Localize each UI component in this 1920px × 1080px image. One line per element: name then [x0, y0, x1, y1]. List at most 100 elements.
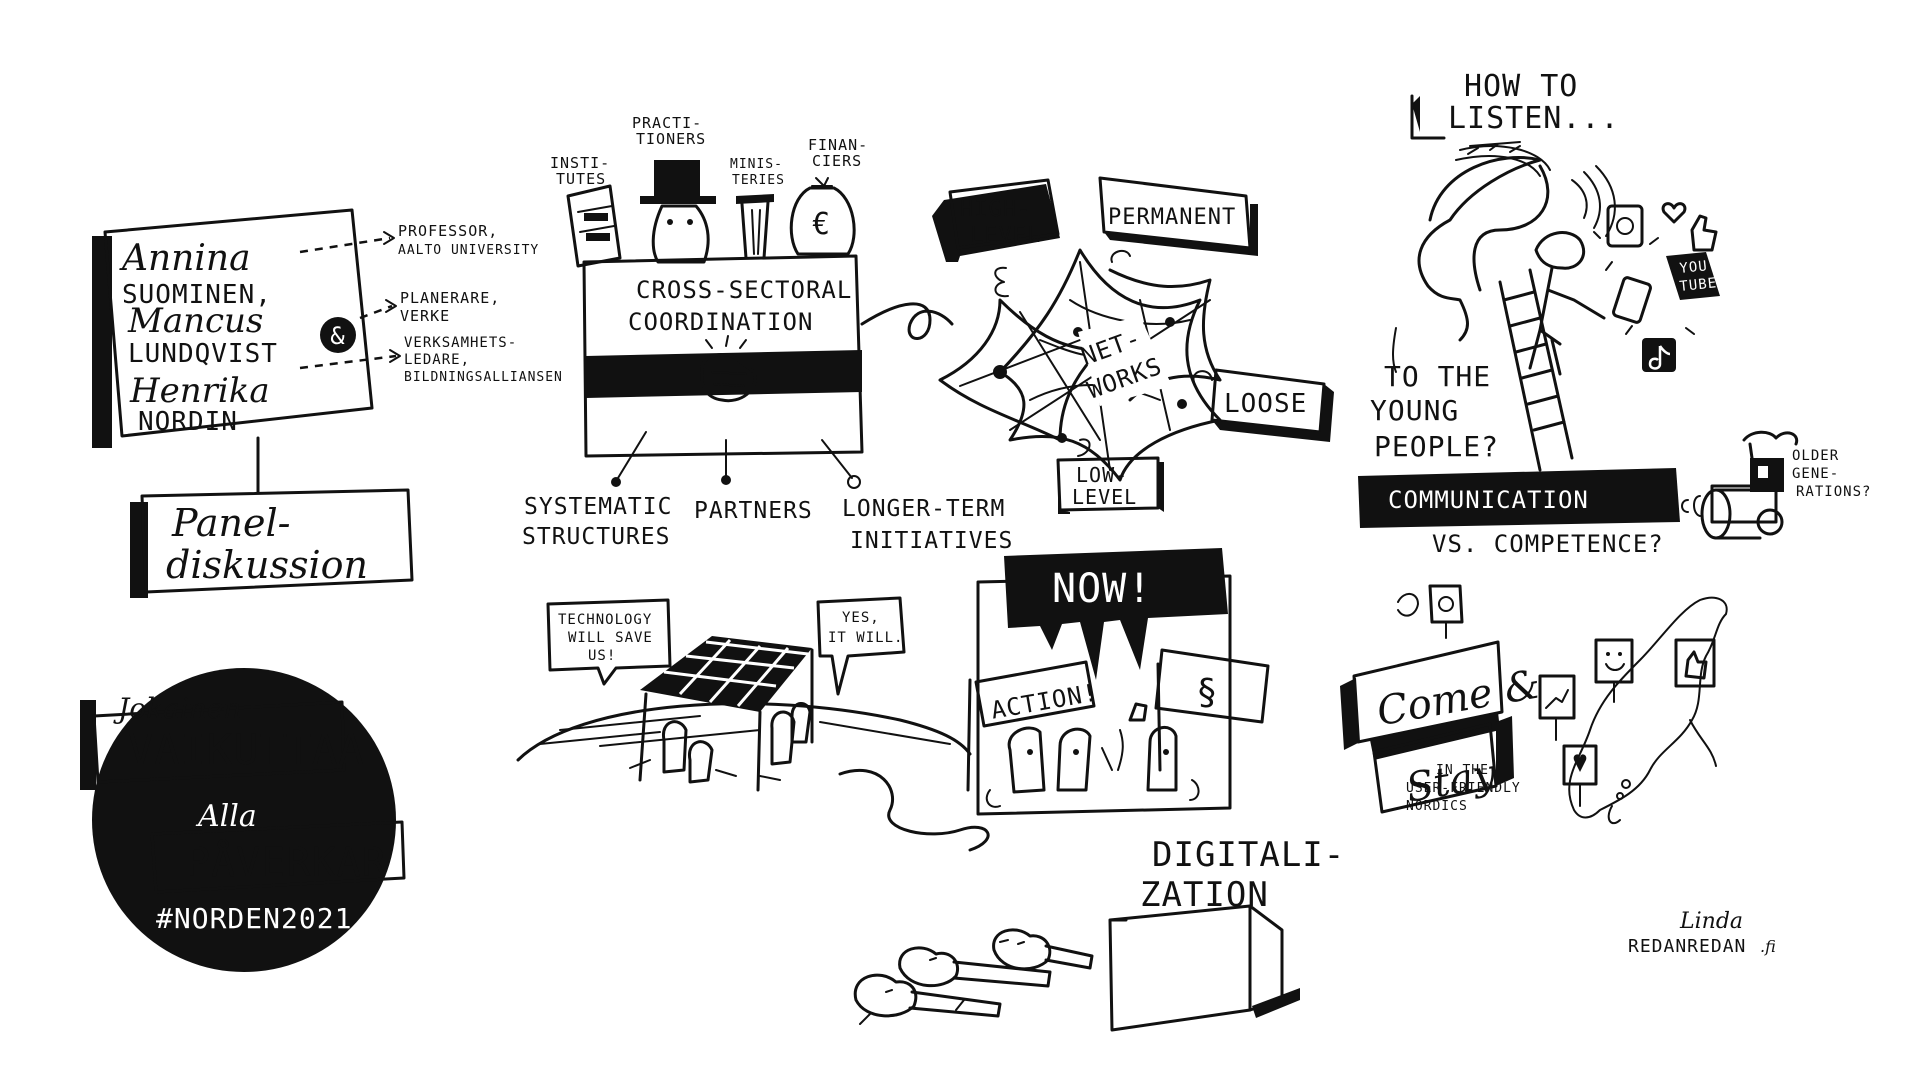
permanent-shadow — [1104, 204, 1258, 256]
speech-bubble-left — [546, 598, 672, 686]
youtube-logo — [1666, 252, 1720, 300]
speakers-section: Annina SUOMINEN, Mancus LUNDQVIST & Henr… — [92, 208, 562, 448]
outcome-longer-1: LONGER-TERM — [842, 496, 1005, 522]
protesters-icon — [985, 702, 1200, 808]
role-arrowhead-3 — [389, 349, 401, 363]
euro-symbol: € — [812, 207, 831, 242]
low-level-text-2: LEVEL — [1072, 485, 1137, 509]
role-2-line-1: PLANERARE, — [400, 289, 500, 307]
heart-icon — [1661, 202, 1687, 224]
older-line-2: GENE- — [1792, 466, 1839, 482]
bubble-right-line-2: IT WILL. — [828, 630, 903, 646]
panel-box — [140, 488, 414, 594]
role-arrow-3 — [299, 354, 397, 370]
action-banner — [974, 660, 1096, 728]
pointer-longer — [821, 439, 853, 479]
financiers-label-2: CIERS — [812, 152, 862, 170]
solar-panel-legs — [638, 648, 814, 792]
ladder-icon — [1498, 268, 1574, 472]
action-section: NOW! ACTION! § — [966, 548, 1270, 816]
listen-bracket — [1410, 94, 1446, 140]
speakers-box — [103, 208, 374, 438]
role-3-line-2: LEDARE, — [404, 352, 470, 368]
bubble-left-line-3: US! — [588, 648, 616, 664]
now-speech-bubble — [1004, 548, 1228, 680]
badge-banner1-shadow — [80, 700, 96, 790]
path-curve — [838, 768, 990, 852]
phone-icon — [1612, 276, 1652, 324]
role-2-line-2: VERKE — [400, 307, 450, 325]
bubble-left-line-1: TECHNOLOGY — [558, 612, 652, 628]
badge-script-1: Jokainen — [113, 692, 241, 725]
question-mark-curve — [1472, 164, 1550, 292]
permanent-text: PERMANENT — [1108, 205, 1236, 230]
listen-title-1: HOW TO — [1464, 69, 1578, 104]
caption-line-3: NORDICS — [1406, 799, 1468, 814]
action-banner-text: ACTION! — [989, 678, 1100, 724]
steamroller-icon — [1681, 430, 1799, 540]
action-flagpole — [966, 678, 972, 792]
role-3-line-1: VERKSAMHETS- — [404, 335, 517, 351]
institutes-icon — [566, 184, 622, 268]
practitioners-label-1: PRACTI- — [632, 114, 702, 132]
speaker-3-first: Henrika — [129, 371, 270, 411]
nordic-map — [1568, 596, 1728, 819]
squiggle-loose — [1192, 370, 1213, 383]
badge-circle — [92, 668, 396, 972]
signature-handwritten: Linda — [1679, 909, 1743, 934]
communication-banner — [1358, 468, 1680, 528]
high-level-text-1: HIGH- — [960, 197, 1031, 222]
sun-sign-icon — [1428, 584, 1464, 624]
money-bag-icon: € — [789, 177, 856, 256]
digitalization-box — [1108, 904, 1252, 1032]
communication-text: COMMUNICATION — [1388, 486, 1589, 514]
youtube-text-1: YOU — [1679, 258, 1709, 277]
digitalization-line-1: DIGITALI- — [1152, 835, 1345, 875]
caption-line-2: USER-FRIENDLY — [1406, 781, 1521, 796]
badge-banner-2 — [150, 820, 406, 894]
outcome-partners: PARTNERS — [694, 498, 813, 524]
practitioner-figure-icon — [640, 160, 716, 264]
panel-line-1: Panel- — [171, 501, 290, 545]
loose-shadow — [1212, 384, 1334, 442]
outcome-systematic-2: STRUCTURES — [522, 524, 670, 550]
high-level-shadow — [932, 184, 1060, 262]
speaker-2-first: Mancus — [127, 301, 263, 341]
digitalization-line-2: ZATION — [1140, 875, 1269, 915]
column-icon — [736, 194, 774, 260]
networks-section: HIGH- LEVEL PERMANENT NET- WORKS LOOSE — [932, 176, 1334, 514]
ampersand-dot — [320, 317, 356, 353]
come-stay-section: Come & Stay IN THE USER-FRIENDLY NORDICS — [1340, 584, 1728, 825]
signature-site: REDANREDAN — [1628, 936, 1746, 957]
people-under-panel-icon — [629, 702, 812, 784]
coordination-box — [582, 254, 864, 458]
squiggle-permanent — [1110, 249, 1131, 263]
paragraph-sign-pole — [1156, 662, 1162, 772]
coordination-title-1: CROSS-SECTORAL — [636, 276, 852, 304]
badge-banner-2-text: PÅVERKAR — [186, 838, 387, 886]
badge-banner-1 — [92, 700, 346, 784]
role-1-line-2: AALTO UNIVERSITY — [398, 243, 539, 258]
spider-web-icon — [938, 248, 1222, 482]
speaker-1-first: Annina — [119, 238, 251, 279]
outcome-longer-2: INITIATIVES — [850, 528, 1013, 554]
heart-sign-icon — [1562, 744, 1598, 786]
role-1-line-1: PROFESSOR, — [398, 222, 498, 240]
technology-section: TECHNOLOGY WILL SAVE US! YES, IT WILL. — [516, 596, 990, 852]
speaker-1-last: SUOMINEN, — [122, 280, 272, 310]
coordination-band — [586, 350, 862, 398]
coordination-title-2: COORDINATION — [628, 308, 813, 336]
ministeries-label-2: TERIES — [732, 173, 785, 188]
role-arrow-1 — [299, 236, 391, 254]
outcome-systematic-1: SYSTEMATIC — [524, 494, 672, 520]
signature-section: Linda REDANREDAN .fi — [1628, 909, 1776, 957]
older-line-3: RATIONS? — [1796, 484, 1871, 500]
speech-bubble-right — [816, 596, 906, 696]
question-line-3: PEOPLE? — [1374, 430, 1499, 463]
financiers-label-1: FINAN- — [808, 136, 868, 154]
high-level-sign — [948, 178, 1060, 250]
listen-title-2: LISTEN... — [1448, 101, 1620, 136]
signature-suffix: .fi — [1760, 937, 1776, 956]
badge-hashtag: #NORDEN2021 — [156, 902, 352, 935]
